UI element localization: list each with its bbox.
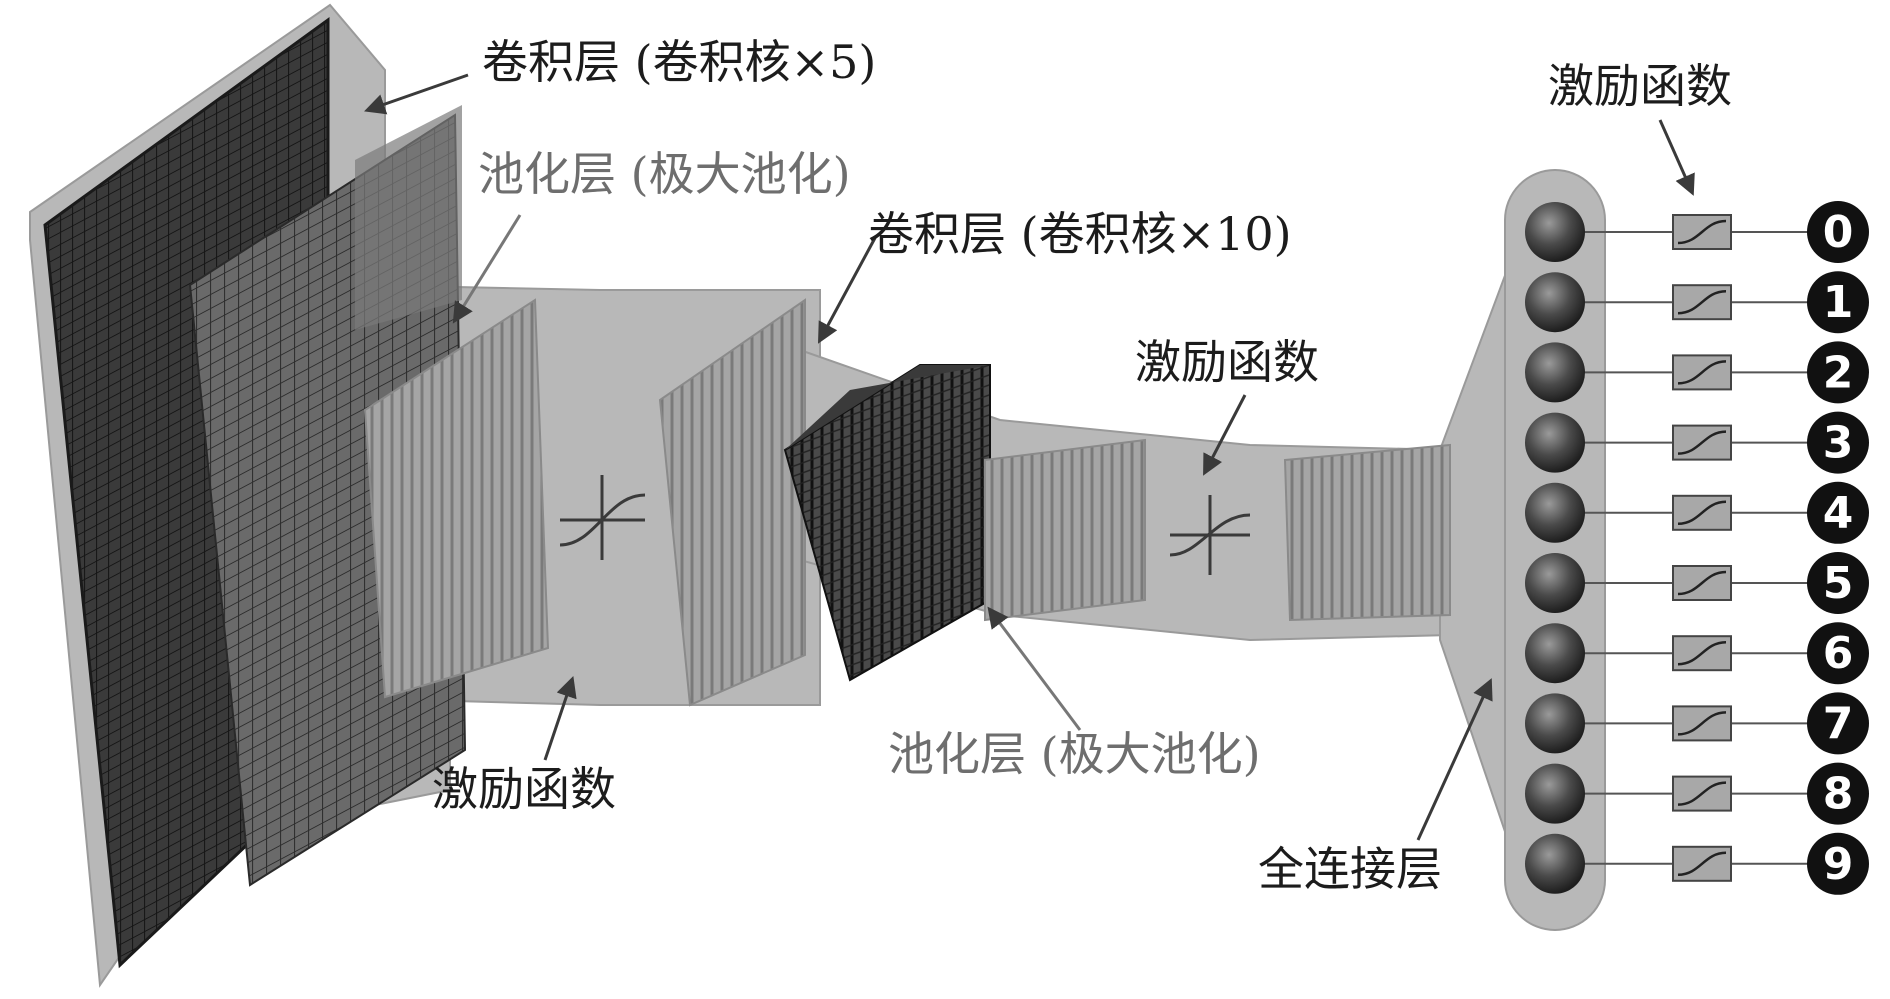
fc-neuron-node bbox=[1525, 553, 1585, 613]
arrow-act3 bbox=[1660, 120, 1692, 192]
output-digit-label: 1 bbox=[1823, 277, 1854, 328]
fc-neuron-node bbox=[1525, 413, 1585, 473]
label-act3: 激励函数 bbox=[1548, 59, 1732, 113]
output-digit-label: 2 bbox=[1823, 347, 1854, 398]
pool2-feature-stack bbox=[985, 440, 1145, 620]
label-act1: 激励函数 bbox=[432, 762, 616, 816]
label-conv1: 卷积层 (卷积核×5) bbox=[482, 35, 876, 89]
label-fc: 全连接层 bbox=[1258, 842, 1442, 896]
output-digit-label: 3 bbox=[1823, 418, 1854, 469]
label-conv2: 卷积层 (卷积核×10) bbox=[868, 207, 1292, 261]
output-digit-label: 5 bbox=[1823, 558, 1854, 609]
fc-neuron-node bbox=[1525, 834, 1585, 894]
label-pool2: 池化层 (极大池化) bbox=[888, 727, 1261, 781]
fc-neuron-node bbox=[1525, 202, 1585, 262]
output-digit-label: 9 bbox=[1823, 839, 1854, 890]
label-act2: 激励函数 bbox=[1135, 335, 1319, 389]
fc-neuron-node bbox=[1525, 272, 1585, 332]
arrow-conv2 bbox=[820, 238, 875, 340]
arrow-pool2 bbox=[990, 610, 1080, 730]
act2-feature-stack bbox=[1285, 445, 1450, 620]
output-digit-label: 4 bbox=[1823, 488, 1854, 539]
fc-neuron-node bbox=[1525, 693, 1585, 753]
fc-neuron-node bbox=[1525, 342, 1585, 402]
output-digit-label: 0 bbox=[1823, 207, 1854, 258]
label-pool1: 池化层 (极大池化) bbox=[478, 147, 851, 201]
output-digit-label: 6 bbox=[1823, 628, 1854, 679]
arrow-fc bbox=[1418, 682, 1490, 840]
output-digit-label: 8 bbox=[1823, 769, 1854, 820]
output-digit-label: 7 bbox=[1823, 698, 1854, 749]
fc-neuron-node bbox=[1525, 764, 1585, 824]
fc-neuron-node bbox=[1525, 623, 1585, 683]
fc-neuron-node bbox=[1525, 483, 1585, 543]
